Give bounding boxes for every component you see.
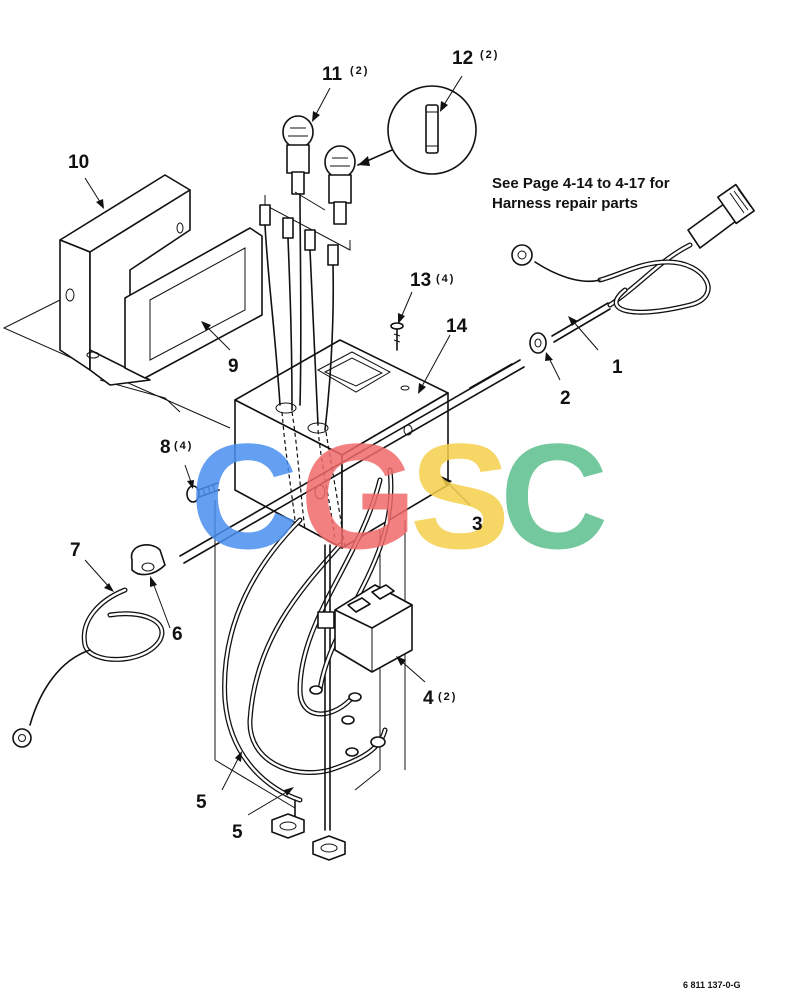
callout-8: 8 (160, 437, 171, 458)
hex-nut-left (271, 813, 305, 839)
fuse-holder-left (282, 115, 314, 195)
callout-3: 3 (472, 514, 483, 535)
lower-wire-loops (222, 467, 394, 831)
callout-5b: 5 (232, 822, 243, 843)
callout-labels: 1 2 3 4 (2) 5 5 6 7 8 (4) 9 10 11 (2) 12… (68, 48, 623, 843)
callout-12-qty: (2) (480, 49, 499, 61)
watermark-letter: G (300, 412, 417, 580)
callout-11: 11 (322, 64, 343, 85)
control-box (234, 339, 449, 549)
callout-8-qty: (4) (174, 440, 193, 452)
leader-lines (84, 75, 599, 816)
label-plate (124, 227, 263, 379)
note-line-1: See Page 4-14 to 4-17 for (492, 175, 670, 192)
figure-id: 6 811 137-0-G (683, 980, 741, 990)
callout-11-qty: (2) (350, 65, 369, 77)
callout-13-qty: (4) (436, 273, 455, 285)
callout-14: 14 (446, 316, 468, 337)
watermark-letter: C (500, 412, 608, 580)
callout-6: 6 (172, 624, 183, 645)
harness-cable (511, 242, 711, 343)
callout-5a: 5 (196, 792, 207, 813)
fuse-detail-circle (357, 85, 477, 175)
callout-4: 4 (423, 688, 434, 709)
mounting-plate-outline (2, 299, 231, 429)
harness-connector (687, 183, 755, 249)
watermark-letter: C (190, 412, 298, 580)
bracket-channel (59, 174, 191, 386)
callout-1: 1 (612, 357, 623, 378)
callout-9: 9 (228, 356, 239, 377)
callout-4-qty: (2) (438, 691, 457, 703)
cable-clamp (130, 544, 166, 576)
callout-7: 7 (70, 540, 81, 561)
grommet (529, 332, 547, 354)
watermark: C G S C (190, 412, 608, 580)
terminal-block (317, 584, 413, 673)
callout-2: 2 (560, 388, 571, 409)
ring-terminals (309, 685, 386, 757)
wire-terminals (259, 204, 339, 266)
callout-13: 13 (410, 270, 431, 291)
screw-top (390, 322, 404, 351)
ground-cable (12, 587, 165, 748)
note-line-2: Harness repair parts (492, 195, 638, 212)
callout-12: 12 (452, 48, 473, 69)
internal-wiring (281, 411, 346, 549)
watermark-letter: S (410, 412, 510, 580)
fuse-holder-right (324, 145, 356, 225)
bolt (186, 482, 220, 503)
fuse-wires (264, 193, 335, 431)
harness-note: See Page 4-14 to 4-17 for Harness repair… (492, 175, 670, 212)
callout-10: 10 (68, 152, 89, 173)
hex-nut-right (312, 835, 346, 861)
through-rod (179, 359, 525, 564)
